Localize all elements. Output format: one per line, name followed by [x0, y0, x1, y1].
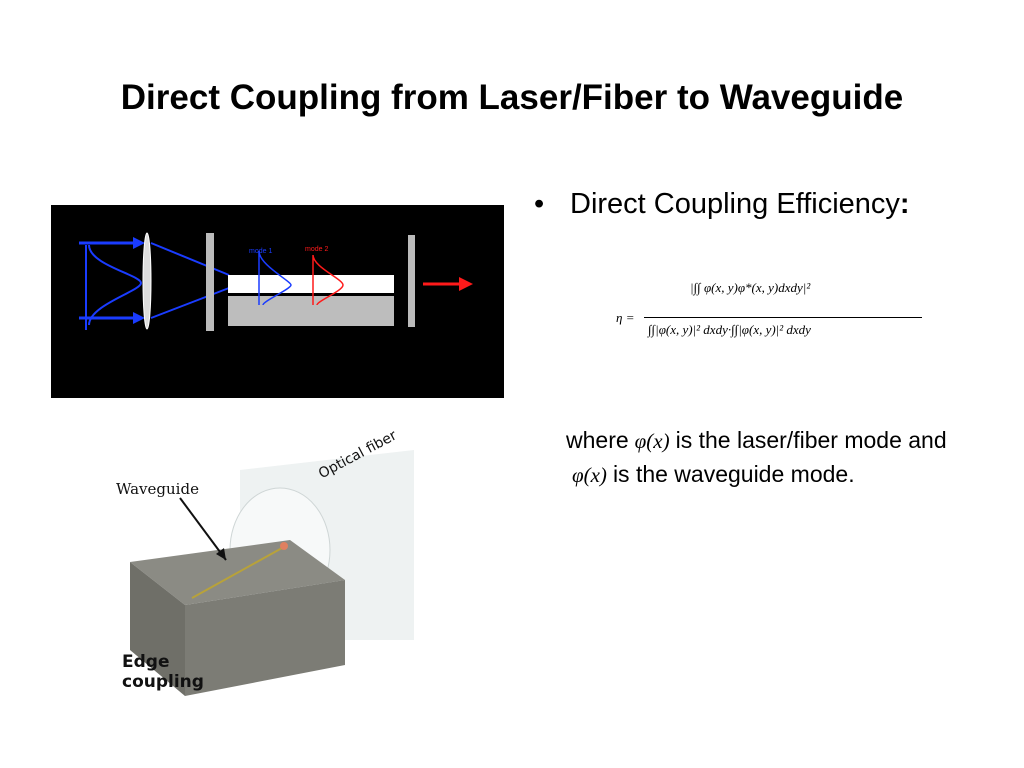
- waveguide-substrate: [228, 296, 394, 326]
- focused-ray-top: [150, 242, 230, 276]
- bullet-colon: :: [899, 188, 910, 220]
- waveguide-mode-symbol: φ(x): [572, 463, 607, 487]
- focused-ray-bottom: [150, 287, 230, 319]
- formula-denominator: ∫∫|φ(x, y)|² dxdy·∫∫|φ(x, y)|² dxdy: [648, 322, 811, 337]
- waveguide-line: [191, 547, 283, 599]
- waveguide-pointer: [179, 497, 227, 561]
- mode-2-label: mode 2: [305, 246, 328, 253]
- desc-waveguide-mode: is the waveguide mode.: [612, 461, 855, 487]
- bullet-text: Direct Coupling Efficiency: [570, 188, 900, 220]
- ray-arrow-bottom-icon: [133, 312, 145, 324]
- laser-mode-symbol: φ(x): [634, 429, 670, 453]
- edge-coupling-caption: Edge coupling: [122, 652, 204, 692]
- mode-2-profile: [312, 254, 344, 306]
- waveguide-label: Waveguide: [116, 480, 199, 498]
- chip-side-face: [130, 562, 185, 696]
- output-arrow-icon: [459, 277, 473, 291]
- edge-coupling-illustration: [130, 450, 414, 696]
- laser-beam-profile: [88, 244, 143, 326]
- waveguide-core: [228, 275, 394, 293]
- chip-front-face: [185, 580, 345, 696]
- focusing-lens: [142, 232, 152, 330]
- formula-numerator: |∫∫ φ(x, y)φ*(x, y)dxdy|²: [690, 280, 811, 295]
- fraction-bar: [644, 317, 922, 318]
- bullet-marker: •: [534, 188, 545, 220]
- pointer-arrow-icon: [216, 548, 226, 560]
- laser-coupling-diagram: mode 1 mode 2: [51, 205, 504, 398]
- mode-1-label: mode 1: [249, 248, 272, 255]
- coupling-spot: [280, 542, 288, 550]
- bullet-direct-coupling: • Direct Coupling Efficiency:: [534, 188, 910, 221]
- desc-laser-mode: is the laser/fiber mode and: [675, 427, 947, 453]
- coupling-efficiency-formula: η = |∫∫ φ(x, y)φ*(x, y)dxdy|² ∫∫|φ(x, y)…: [614, 274, 926, 354]
- mode-1-profile: [258, 250, 292, 306]
- input-facet-mirror: [206, 233, 214, 331]
- output-facet-mirror: [408, 235, 415, 327]
- formula-lhs: η =: [616, 310, 635, 325]
- ray-arrow-top-icon: [133, 237, 145, 249]
- slide-title: Direct Coupling from Laser/Fiber to Wave…: [120, 78, 904, 117]
- desc-where: where: [566, 427, 629, 453]
